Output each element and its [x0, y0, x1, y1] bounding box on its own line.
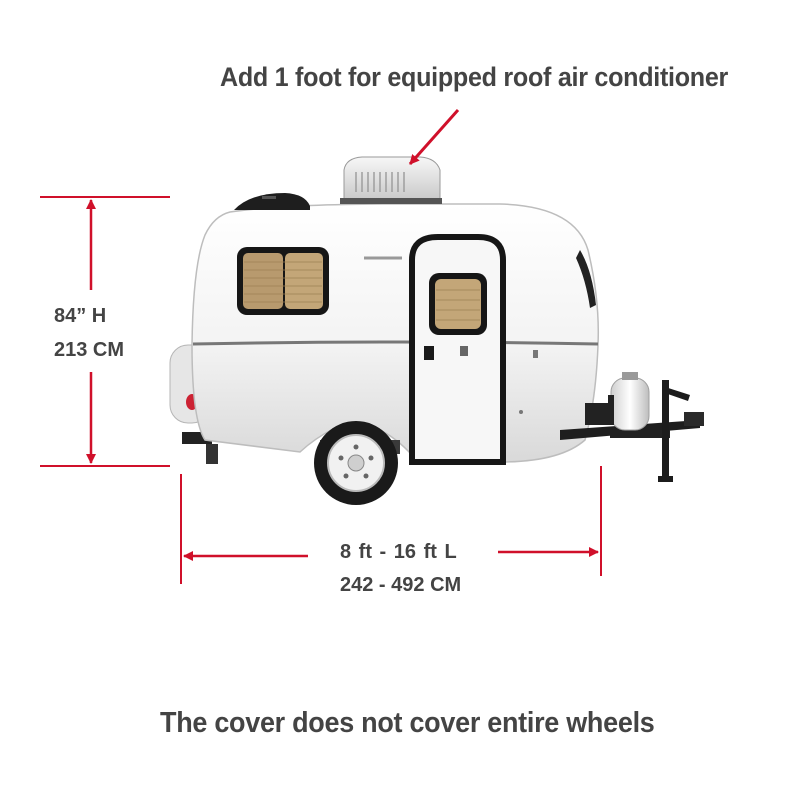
propane-tank: [608, 372, 650, 431]
ac-pointer-arrow: [408, 109, 460, 165]
length-metric-label: 242 - 492 CM: [340, 574, 462, 596]
ac-note-label: Add 1 foot for equipped roof air conditi…: [220, 62, 729, 92]
belt-line: [192, 340, 599, 346]
side-window: [237, 247, 329, 315]
tongue-jack: [658, 380, 690, 482]
length-imperial-label: 8 ft - 16 ft L: [340, 541, 457, 563]
length-dimension: [180, 466, 602, 584]
roof-air-conditioner: [340, 156, 442, 204]
rear-stabilizer: [206, 444, 218, 464]
footer-note: The cover does not cover entire wheels: [160, 707, 655, 739]
roof-vent: [234, 193, 310, 210]
entry-door: [409, 234, 506, 465]
side-marker: [533, 350, 538, 358]
front-window: [576, 250, 596, 308]
height-dimension: [40, 196, 170, 467]
height-imperial-label: 84” H: [54, 305, 107, 327]
height-metric-label: 213 CM: [54, 339, 125, 361]
wheel: [314, 421, 398, 505]
trailer-body: [191, 203, 600, 463]
camper-trailer: [169, 156, 704, 505]
